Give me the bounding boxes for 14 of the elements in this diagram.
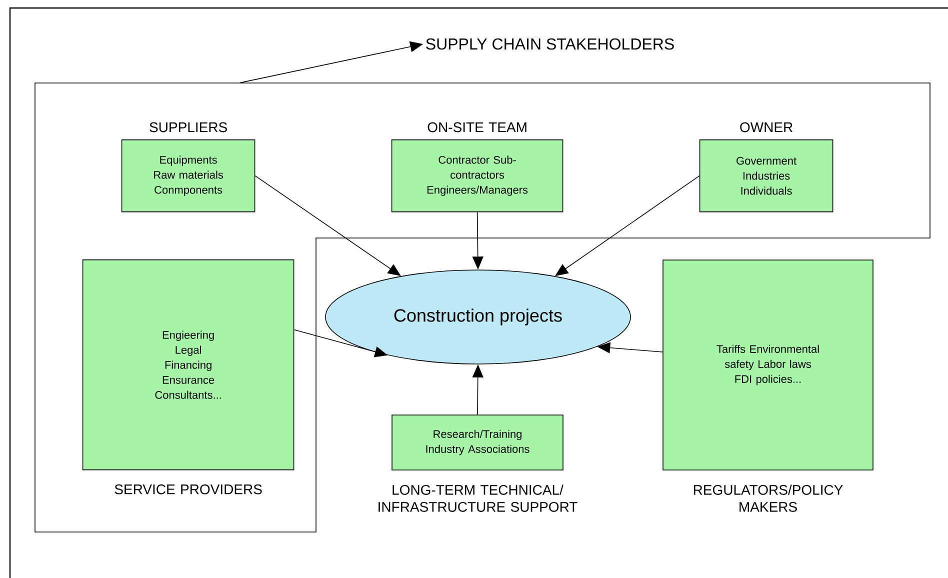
heading-text: SUPPLIERS <box>150 122 227 132</box>
stakeholder-box: Government Industries Individuals <box>699 139 834 212</box>
heading-text: REGULATORS/POLICY MAKERS <box>694 484 843 512</box>
stakeholder-box: Equipments Raw materials Conmponents <box>121 139 256 212</box>
heading-text: OWNER <box>740 122 792 132</box>
title-text: SUPPLY CHAIN STAKEHOLDERS <box>426 38 674 50</box>
stakeholder-region <box>34 82 930 532</box>
heading-text: SERVICE PROVIDERS <box>114 484 262 494</box>
heading-text: LONG-TERM TECHNICAL/ INFRASTRUCTURE SUPPORT <box>378 484 578 512</box>
stakeholder-box: Tariffs Environmental safety Labor laws FDI policies... <box>662 260 874 470</box>
heading-text: ON-SITE TEAM <box>428 122 526 132</box>
stakeholder-box: Research/Training Industry Associations <box>392 414 564 470</box>
stakeholder-box: Engieering Legal Financing Ensurance Consultants... <box>82 259 294 470</box>
stakeholder-box: Contractor Sub-contractors Engineers/Managers <box>391 139 564 212</box>
